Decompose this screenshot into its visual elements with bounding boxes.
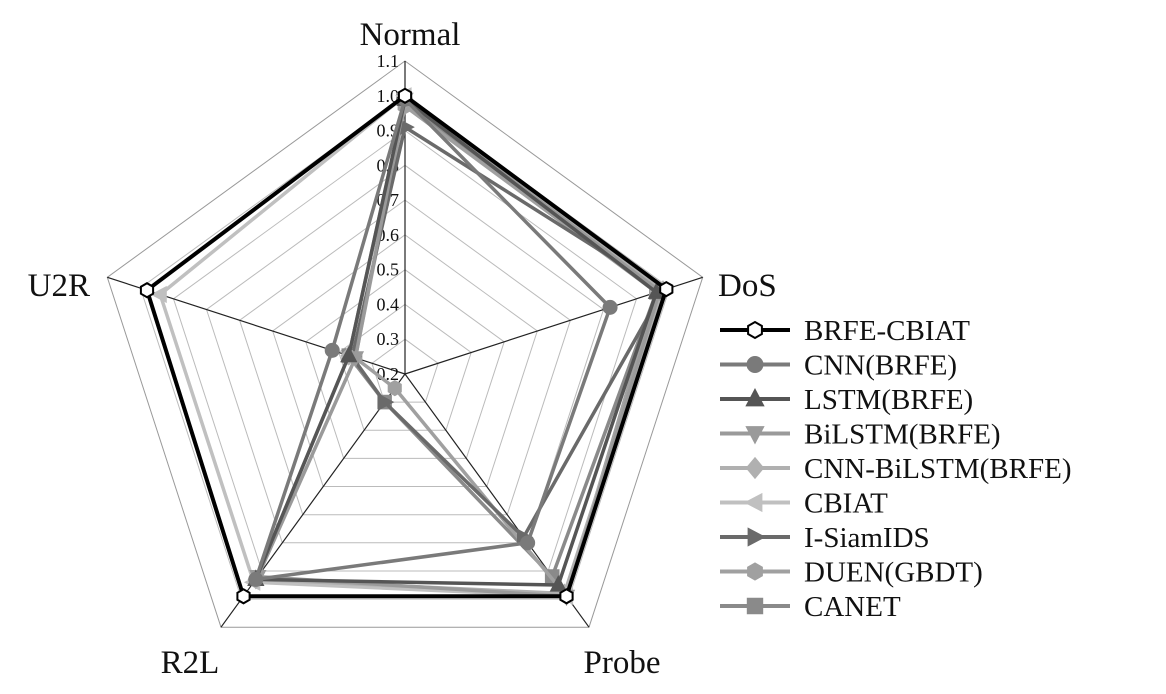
axis-label-dos: DoS — [718, 268, 777, 304]
legend-marker — [745, 456, 765, 480]
radial-tick-labels: 0.20.30.40.50.60.70.80.91.01.1 — [377, 51, 400, 384]
grid-ring — [272, 234, 538, 487]
legend-label: LSTM(BRFE) — [804, 384, 973, 416]
data-point — [139, 282, 155, 299]
legend-item: DUEN(GBDT) — [720, 557, 983, 589]
legend-item: CBIAT — [720, 488, 888, 520]
data-point — [236, 588, 251, 605]
legend-marker — [747, 562, 763, 581]
grid-ring — [172, 129, 638, 572]
legend-label: DUEN(GBDT) — [804, 557, 983, 589]
legend-item: CNN(BRFE) — [720, 350, 957, 382]
grid-ring — [239, 199, 571, 516]
legend-label: CANET — [804, 591, 901, 623]
axis-label-u2r: U2R — [28, 268, 90, 304]
data-point — [559, 588, 574, 605]
tick-label: 1.0 — [377, 86, 400, 106]
axis-label-probe: Probe — [584, 645, 661, 681]
series-line — [254, 97, 612, 582]
legend-label: BRFE-CBIAT — [804, 315, 970, 347]
legend-marker — [747, 320, 763, 340]
data-point — [397, 87, 413, 104]
tick-label: 0.3 — [377, 329, 400, 349]
series-line — [254, 97, 659, 587]
legend-marker — [747, 527, 766, 547]
legend-label: CNN-BiLSTM(BRFE) — [804, 453, 1071, 485]
data-point — [324, 342, 340, 358]
series-line — [353, 104, 659, 599]
legend-marker — [745, 388, 765, 407]
grid-ring — [305, 269, 505, 459]
axis-label-normal: Normal — [360, 17, 461, 53]
legend-label: I-SiamIDS — [804, 522, 930, 554]
legend-item: BRFE-CBIAT — [720, 315, 970, 347]
data-point — [659, 280, 674, 298]
axis-label-r2l: R2L — [161, 645, 220, 681]
legend-marker — [746, 597, 764, 615]
grid-ring — [205, 164, 605, 544]
data-point — [248, 571, 264, 587]
data-point — [378, 393, 395, 411]
data-point — [340, 345, 358, 363]
legend-item: CANET — [720, 591, 901, 623]
tick-label: 0.4 — [377, 294, 400, 314]
series-group — [139, 87, 674, 607]
tick-label: 1.1 — [377, 51, 400, 71]
legend-label: BiLSTM(BRFE) — [804, 419, 1001, 451]
legend-marker — [746, 356, 764, 373]
series-line — [158, 94, 662, 599]
data-point — [387, 379, 402, 397]
data-point — [549, 575, 567, 592]
series-line — [254, 97, 665, 596]
legend-item: CNN-BiLSTM(BRFE) — [720, 453, 1071, 485]
grid-ring — [106, 60, 704, 628]
legend: BRFE-CBIATCNN(BRFE)LSTM(BRFE)BiLSTM(BRFE… — [720, 315, 1071, 623]
data-point — [520, 535, 536, 551]
series-brfe-cbiat — [139, 87, 674, 605]
series-line — [145, 93, 669, 599]
legend-marker — [745, 426, 765, 445]
series-line — [256, 97, 662, 599]
legend-item: LSTM(BRFE) — [720, 384, 973, 416]
grid-ring — [139, 95, 671, 600]
radar-grid — [106, 60, 704, 628]
legend-marker — [744, 492, 763, 513]
legend-item: I-SiamIDS — [720, 522, 930, 554]
legend-item: BiLSTM(BRFE) — [720, 419, 1001, 451]
legend-label: CBIAT — [804, 488, 888, 520]
data-point — [150, 285, 167, 304]
legend-label: CNN(BRFE) — [804, 350, 957, 382]
tick-label: 0.5 — [377, 260, 400, 280]
data-point — [602, 299, 618, 315]
